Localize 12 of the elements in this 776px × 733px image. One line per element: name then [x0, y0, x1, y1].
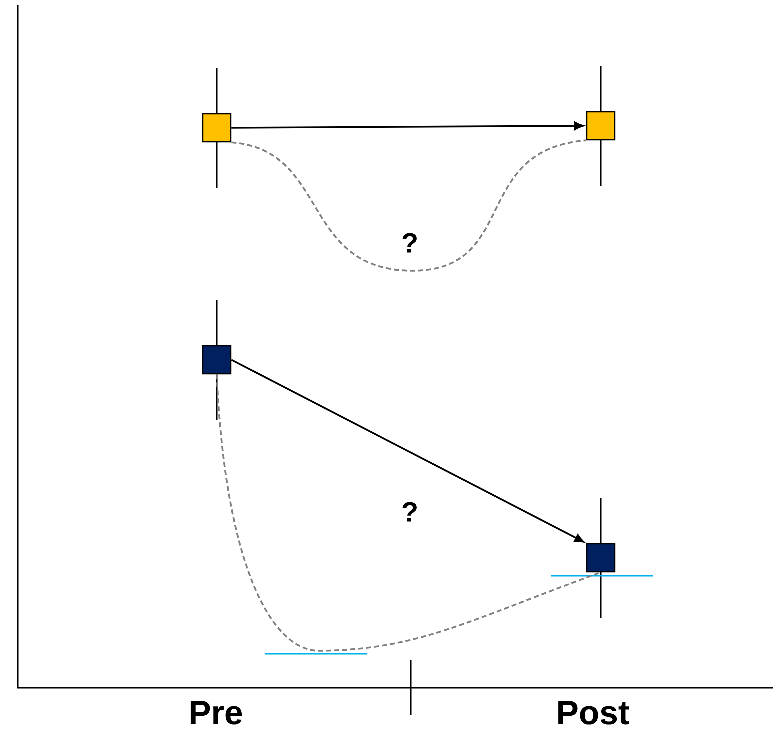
dashed-curve — [216, 374, 602, 652]
dashed-curve — [231, 140, 587, 272]
marker-square — [202, 113, 232, 143]
marker-square — [586, 111, 616, 141]
question-mark: ? — [402, 502, 417, 522]
marker-square — [586, 543, 616, 573]
axis-label: Pre — [190, 701, 242, 725]
axis-label: Post — [558, 701, 630, 725]
arrow — [231, 359, 584, 543]
arrow — [232, 122, 584, 130]
question-mark: ? — [402, 233, 417, 253]
marker-square — [202, 345, 232, 375]
